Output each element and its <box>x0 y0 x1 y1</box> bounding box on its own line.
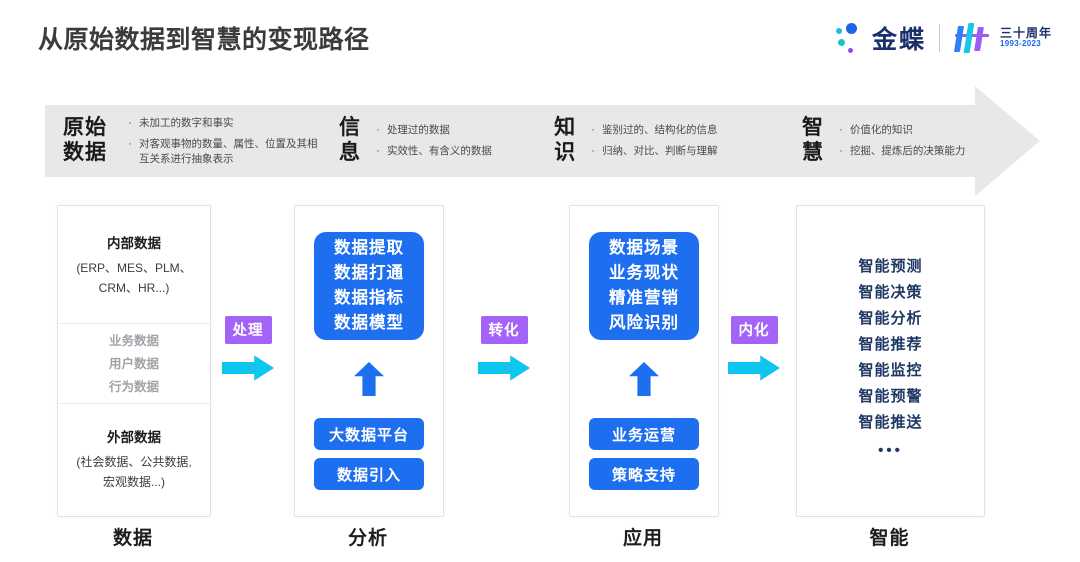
banner-bullet-row: · 对客观事物的数量、属性、位置及其相互关系进行抽象表示 <box>121 137 319 167</box>
anniversary-cn: 三十周年 <box>999 26 1052 40</box>
arrow-right-icon <box>728 353 780 383</box>
column-card-application: 数据场景 业务现状 精准营销 风险识别 业务运营 策略支持 <box>569 205 719 517</box>
banner-sections: 原始 数据 · 未加工的数字和事实 · 对客观事物的数量、属性、位置及其相互关系进行抽象… <box>45 105 975 177</box>
dikw-banner: 原始 数据 · 未加工的数字和事实 · 对客观事物的数量、属性、位置及其相互关系进行抽象… <box>45 86 1040 196</box>
banner-bullet-row: · 处理过的数据 <box>369 123 492 138</box>
banner-section-key: 知 识 <box>554 116 577 164</box>
pill-strategy-support: 策略支持 <box>589 458 699 490</box>
list-item: 智能预警 <box>858 388 923 405</box>
internal-data-title: 内部数据 <box>107 236 161 251</box>
pill-business-operations: 业务运营 <box>589 418 699 450</box>
internal-data-sub: (ERP、MES、PLM、 CRM、HR...) <box>76 261 192 295</box>
banner-bullet-list: · 处理过的数据 · 实效性、有含义的数据 <box>369 123 492 159</box>
banner-bullet-text: 鉴别过的、结构化的信息 <box>602 124 718 136</box>
banner-section-key: 智 慧 <box>801 116 824 164</box>
connector-label: 处理 <box>224 316 272 344</box>
banner-bullet-list: · 鉴别过的、结构化的信息 · 归纳、对比、判断与理解 <box>584 123 718 159</box>
arrow-up-icon <box>629 362 659 396</box>
column-label-application: 应用 <box>622 528 663 549</box>
connector-internalization: 内化 <box>728 316 780 383</box>
arrow-up-icon <box>354 362 384 396</box>
banner-bullet-text: 挖掘、提炼后的决策能力 <box>849 145 966 157</box>
external-data-section: 外部数据 (社会数据、公共数据, 宏观数据...) <box>58 404 210 514</box>
banner-bullet-row: · 未加工的数字和事实 <box>121 116 319 131</box>
anniversary-years: 1993-2023 <box>999 39 1041 49</box>
banner-bullet-row: · 鉴别过的、结构化的信息 <box>584 123 718 138</box>
application-scenario-box: 数据场景 业务现状 精准营销 风险识别 <box>589 232 699 340</box>
bullet-dot-icon: · <box>128 116 132 129</box>
anniversary-mark-icon <box>953 21 991 55</box>
bullet-dot-icon: · <box>591 124 595 136</box>
external-data-title: 外部数据 <box>107 430 161 445</box>
analysis-capability-box: 数据提取 数据打通 数据指标 数据模型 <box>314 232 424 340</box>
column-label-data: 数据 <box>112 528 153 549</box>
banner-bullet-row: · 归纳、对比、判断与理解 <box>584 144 718 159</box>
list-item: 智能预测 <box>858 258 923 275</box>
column-card-data: 内部数据 (ERP、MES、PLM、 CRM、HR...) 业务数据 用户数据 … <box>57 205 211 517</box>
connector-transformation: 转化 <box>478 316 530 383</box>
internal-data-section: 内部数据 (ERP、MES、PLM、 CRM、HR...) <box>58 206 210 323</box>
arrow-right-icon <box>222 353 274 383</box>
pill-data-ingestion: 数据引入 <box>314 458 424 490</box>
banner-bullet-text: 实效性、有含义的数据 <box>386 145 492 157</box>
banner-section: 信 息 · 处理过的数据 · 实效性、有含义的数据 <box>325 105 540 177</box>
anniversary-text: 三十周年 1993-2023 <box>999 26 1052 49</box>
list-item: 智能分析 <box>858 310 923 327</box>
column-card-intelligence: 智能预测智能决策智能分析智能推荐智能监控智能预警智能推送 ••• <box>796 205 985 517</box>
bullet-dot-icon: · <box>128 137 132 150</box>
column-label-intelligence: 智能 <box>869 528 910 549</box>
banner-bullet-list: · 价值化的知识 · 挖掘、提炼后的决策能力 <box>832 123 966 159</box>
pill-big-data-platform: 大数据平台 <box>314 418 424 450</box>
banner-bullet-text: 处理过的数据 <box>386 124 450 136</box>
bullet-dot-icon: · <box>376 145 380 157</box>
banner-section: 智 慧 · 价值化的知识 · 挖掘、提炼后的决策能力 <box>788 105 975 177</box>
list-item: 智能推荐 <box>858 336 923 353</box>
banner-section: 知 识 · 鉴别过的、结构化的信息 · 归纳、对比、判断与理解 <box>540 105 788 177</box>
logo-dots-icon <box>835 21 863 55</box>
bullet-dot-icon: · <box>591 145 595 157</box>
banner-section-key: 原始 数据 <box>63 116 107 164</box>
intelligence-items: 智能预测智能决策智能分析智能推荐智能监控智能预警智能推送 ••• <box>797 254 984 466</box>
logo-brand-text: 金蝶 <box>871 26 926 54</box>
banner-bullet-row: · 实效性、有含义的数据 <box>369 144 492 159</box>
banner-section: 原始 数据 · 未加工的数字和事实 · 对客观事物的数量、属性、位置及其相互关系进行抽象… <box>45 105 325 177</box>
banner-bullet-text: 对客观事物的数量、属性、位置及其相互关系进行抽象表示 <box>139 137 318 165</box>
banner-bullet-list: · 未加工的数字和事实 · 对客观事物的数量、属性、位置及其相互关系进行抽象表示 <box>121 116 319 167</box>
bullet-dot-icon: · <box>839 145 843 157</box>
list-item: 智能推送 <box>858 414 923 431</box>
banner-section-key: 信 息 <box>338 116 361 164</box>
bullet-dot-icon: · <box>376 124 380 136</box>
list-item: 业务数据 <box>108 334 159 348</box>
bullet-dot-icon: · <box>839 124 843 136</box>
banner-bullet-text: 归纳、对比、判断与理解 <box>602 145 718 157</box>
list-item: 智能决策 <box>858 284 923 301</box>
banner-bullet-text: 未加工的数字和事实 <box>139 116 234 129</box>
data-types-section: 业务数据 用户数据 行为数据 <box>58 323 210 404</box>
banner-bullet-row: · 价值化的知识 <box>832 123 966 138</box>
list-item: 用户数据 <box>108 357 159 371</box>
logo-divider <box>938 24 940 52</box>
external-data-sub: (社会数据、公共数据, 宏观数据...) <box>76 455 192 489</box>
ellipsis: ••• <box>878 442 903 459</box>
list-item: 智能监控 <box>858 362 923 379</box>
connector-label: 转化 <box>480 316 528 344</box>
connector-processing: 处理 <box>222 316 274 383</box>
column-label-analysis: 分析 <box>347 528 388 549</box>
page-title: 从原始数据到智慧的变现路径 <box>38 26 370 54</box>
banner-bullet-row: · 挖掘、提炼后的决策能力 <box>832 144 966 159</box>
column-card-analysis: 数据提取 数据打通 数据指标 数据模型 大数据平台 数据引入 <box>294 205 444 517</box>
arrow-right-icon <box>478 353 530 383</box>
kingdee-logo: 金蝶 三十周年 1993-2023 <box>835 18 1052 58</box>
list-item: 行为数据 <box>108 380 159 394</box>
banner-bullet-text: 价值化的知识 <box>849 124 913 136</box>
connector-label: 内化 <box>730 316 778 344</box>
